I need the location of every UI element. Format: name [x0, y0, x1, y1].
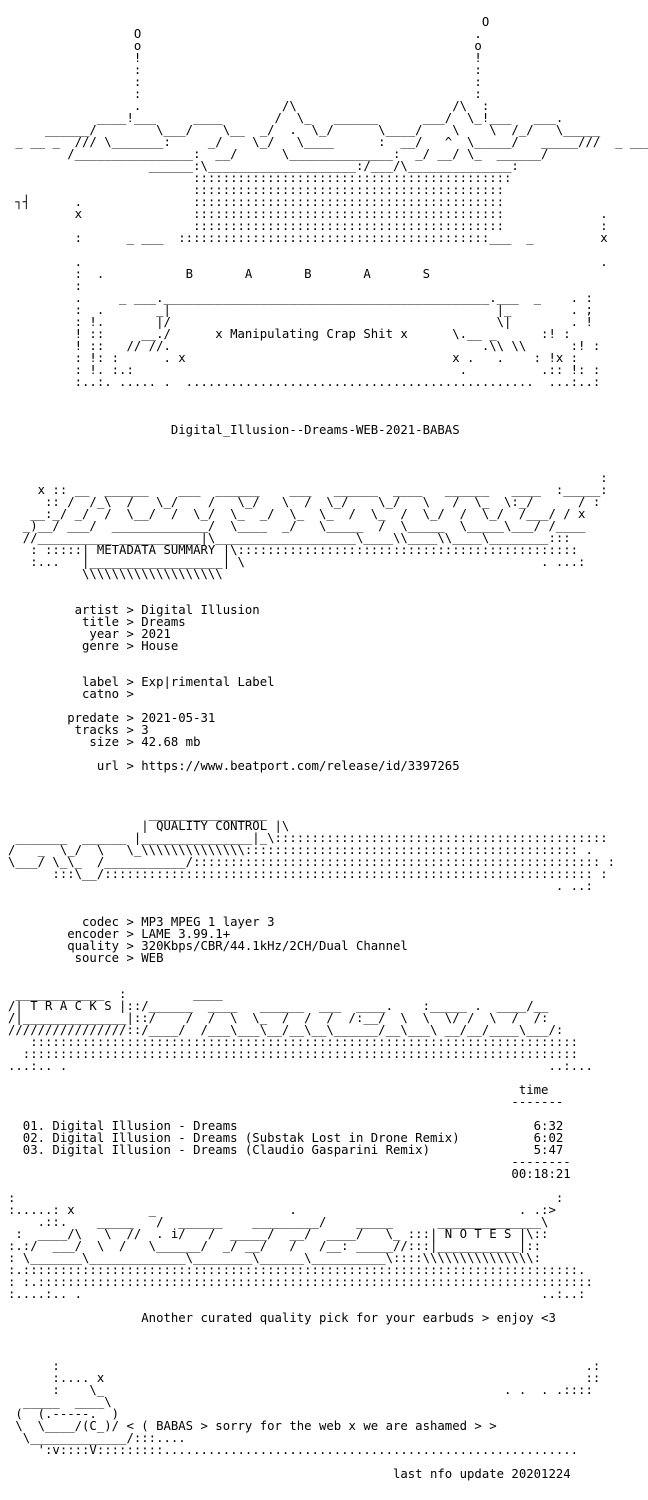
nfo-document: O O . o o !	[8, 4, 648, 1480]
nfo-line: codec > MP3 MPEG 1 layer 3	[8, 915, 608, 929]
nfo-line: label > Exp|rimental Label	[8, 675, 608, 689]
nfo-line: tracks > 3	[8, 723, 608, 737]
nfo-line: : :	[8, 75, 616, 89]
nfo-line: : \_______\_____________\________\______…	[8, 1251, 542, 1265]
nfo-line: : :	[8, 1191, 601, 1205]
nfo-line: \\\\\\\\\\\\\\\\\\\	[8, 567, 571, 581]
nfo-line: x :: __ ______ ___ ______ ___ ______ ___…	[8, 483, 608, 497]
nfo-line: :	[8, 279, 601, 293]
nfo-line: __:_/ _/ / \__/ / \_/ \_ _/ \_ \_ / \_ /…	[8, 507, 586, 521]
nfo-line: ::::::::::::::::::::::::::::::::::::::::…	[8, 1035, 586, 1049]
nfo-line: : :.::::::::::::::::::::::::::::::::::::…	[8, 1275, 593, 1289]
nfo-line: ////////////////::/____/ /___\___\__/__\…	[8, 1023, 564, 1037]
nfo-line: ! :: __./ x Manipulating Crap Shit x \._…	[8, 327, 571, 341]
nfo-line: ┐┤ . :::::::::::::::::::::::::::::::::::…	[8, 195, 586, 209]
nfo-line: 03. Digital Illusion - Dreams (Claudio G…	[8, 1143, 601, 1157]
nfo-line: _____ ____\	[8, 1395, 549, 1409]
nfo-line: /|______________|::/ / / \ \_ / / / /:__…	[8, 1011, 549, 1025]
nfo-line: :....:.. . ..:..:	[8, 1287, 586, 1301]
nfo-line: :::\__/:::::::::::::::::::::::::::::::::…	[8, 867, 608, 881]
nfo-line: : \_ . . . .::::	[8, 1383, 593, 1397]
nfo-line: //__________ ___________|\______________…	[8, 531, 579, 545]
nfo-line: ______/ \___/ \__ _/ . \_/ \____/ \ \ /_…	[8, 123, 616, 137]
nfo-line: :... |__________________| \ . ...:	[8, 555, 586, 569]
nfo-line: : :::::| METADATA SUMMARY |\::::::::::::…	[8, 543, 586, 557]
nfo-line: ________________	[8, 807, 608, 821]
nfo-line: \ \____/(C_)/ < ( BABAS > sorry for the …	[8, 1419, 579, 1433]
nfo-line: | QUALITY CONTROL |\	[8, 819, 616, 833]
nfo-line: O .	[8, 27, 616, 41]
nfo-line: ::::::::::::::::::::::::::::::::::::::::…	[8, 183, 586, 197]
nfo-line: : :	[8, 87, 616, 101]
nfo-line: :	[8, 471, 608, 485]
nfo-line: : .:	[8, 1359, 601, 1373]
nfo-line: ____________ : ____	[8, 987, 608, 1001]
nfo-line: /________________: __/ \______________: …	[8, 147, 601, 161]
nfo-line: predate > 2021-05-31	[8, 711, 608, 725]
nfo-line: quality > 320Kbps/CBR/44.1kHz/2CH/Dual C…	[8, 939, 608, 953]
nfo-line: \_____________/:::....	[8, 1431, 601, 1445]
nfo-line: ::::::::::::::::::::::::::::::::::::::::…	[8, 219, 608, 233]
nfo-line: :: / /_\ / \_/ / \_/ \ / \_/ \_/ \ / \_ …	[8, 495, 601, 509]
nfo-line: url > https://www.beatport.com/release/i…	[8, 759, 608, 773]
nfo-line: . ..:	[8, 879, 593, 893]
nfo-line: O	[8, 15, 616, 29]
nfo-line: --------	[8, 1155, 608, 1169]
nfo-line: -------	[8, 1095, 608, 1109]
nfo-line: x ::::::::::::::::::::::::::::::::::::::…	[8, 207, 608, 221]
nfo-line: genre > House	[8, 639, 608, 653]
nfo-line: : :	[8, 63, 616, 77]
nfo-line: source > WEB	[8, 951, 608, 965]
nfo-line: Digital_Illusion--Dreams-WEB-2021-BABAS	[8, 423, 601, 437]
nfo-line: title > Dreams	[8, 615, 608, 629]
nfo-line: :.::::::::::::::::::::::::::::::::::::::…	[8, 1263, 586, 1277]
nfo-line: : _ ___ ::::::::::::::::::::::::::::::::…	[8, 231, 608, 245]
nfo-line: ! !	[8, 51, 616, 65]
nfo-line: 00:18:21	[8, 1167, 608, 1181]
nfo-line: size > 42.68 mb	[8, 735, 608, 749]
nfo-line: . .	[8, 255, 608, 269]
nfo-line: ::::::::::::::::::::::::::::::::::::::::…	[8, 1047, 586, 1061]
nfo-line: ( (.-----. )	[8, 1407, 571, 1421]
nfo-line: : !. |/ \| . !	[8, 315, 593, 329]
nfo-line: : . _| |_ . ;	[8, 303, 593, 317]
nfo-line: _ __ _ /// \_______: _/ \_/ \____ : __/ …	[8, 135, 648, 149]
nfo-line: / _ \_/ \ \_\\\\\\\\\\\\\\::::::::::::::…	[8, 843, 593, 857]
nfo-line: 01. Digital Illusion - Dreams 6:32	[8, 1119, 601, 1133]
nfo-line: _______ ______ |_______________|_\::::::…	[8, 831, 608, 845]
nfo-line: time	[8, 1083, 608, 1097]
nfo-line: . /\ /\ :	[8, 99, 616, 113]
nfo-line: year > 2021	[8, 627, 608, 641]
nfo-line: ______:\____________________:/___/\_____…	[8, 159, 601, 173]
nfo-line: ':v::::V:::::::::.......................…	[8, 1443, 579, 1457]
nfo-line: :.... x ::	[8, 1371, 601, 1385]
nfo-line: 02. Digital Illusion - Dreams (Substak L…	[8, 1131, 601, 1145]
nfo-line: /| T R A C K S |::/______ ____ ______ __…	[8, 999, 601, 1013]
nfo-line: : . B A B A S	[8, 267, 586, 281]
nfo-line: :.....: x _ . . .:>	[8, 1203, 608, 1217]
nfo-line: :..:. ..... . ..........................…	[8, 375, 601, 389]
nfo-line: : ____/\ \ // . i/ / _____/ __/ ____/ \_…	[8, 1227, 549, 1241]
nfo-line: : !: : . x x . . : !x :	[8, 351, 579, 365]
nfo-line: o o	[8, 39, 616, 53]
nfo-line: ____!___ ____ / \_ ______ ___/ \_!___ __…	[8, 111, 616, 125]
nfo-line: encoder > LAME 3.99.1+	[8, 927, 608, 941]
nfo-line: .::. _____ / ______ _________/ _____ ___…	[8, 1215, 593, 1229]
nfo-line: \___/ \_\_ /___________/::::::::::::::::…	[8, 855, 616, 869]
nfo-line: . _ ___.________________________________…	[8, 291, 593, 305]
nfo-line: : !. :.: . .:: !: :	[8, 363, 601, 377]
nfo-line: :.:/ ___/ \ / \______/ _/ __/ / /__: ___…	[8, 1239, 542, 1253]
nfo-line: Another curated quality pick for your ea…	[8, 1311, 608, 1325]
nfo-line: ...:.. . ..:...	[8, 1059, 593, 1073]
nfo-line: _)__/ ___/ _____________/ \____ _/ \____…	[8, 519, 586, 533]
nfo-line: last nfo update 20201224	[8, 1467, 608, 1481]
nfo-line: artist > Digital Illusion	[8, 603, 608, 617]
nfo-line: ::::::::::::::::::::::::::::::::::::::::…	[8, 171, 593, 185]
nfo-line: catno >	[8, 687, 608, 701]
nfo-line: ! :: // //. .\\ \\ :! :	[8, 339, 601, 353]
